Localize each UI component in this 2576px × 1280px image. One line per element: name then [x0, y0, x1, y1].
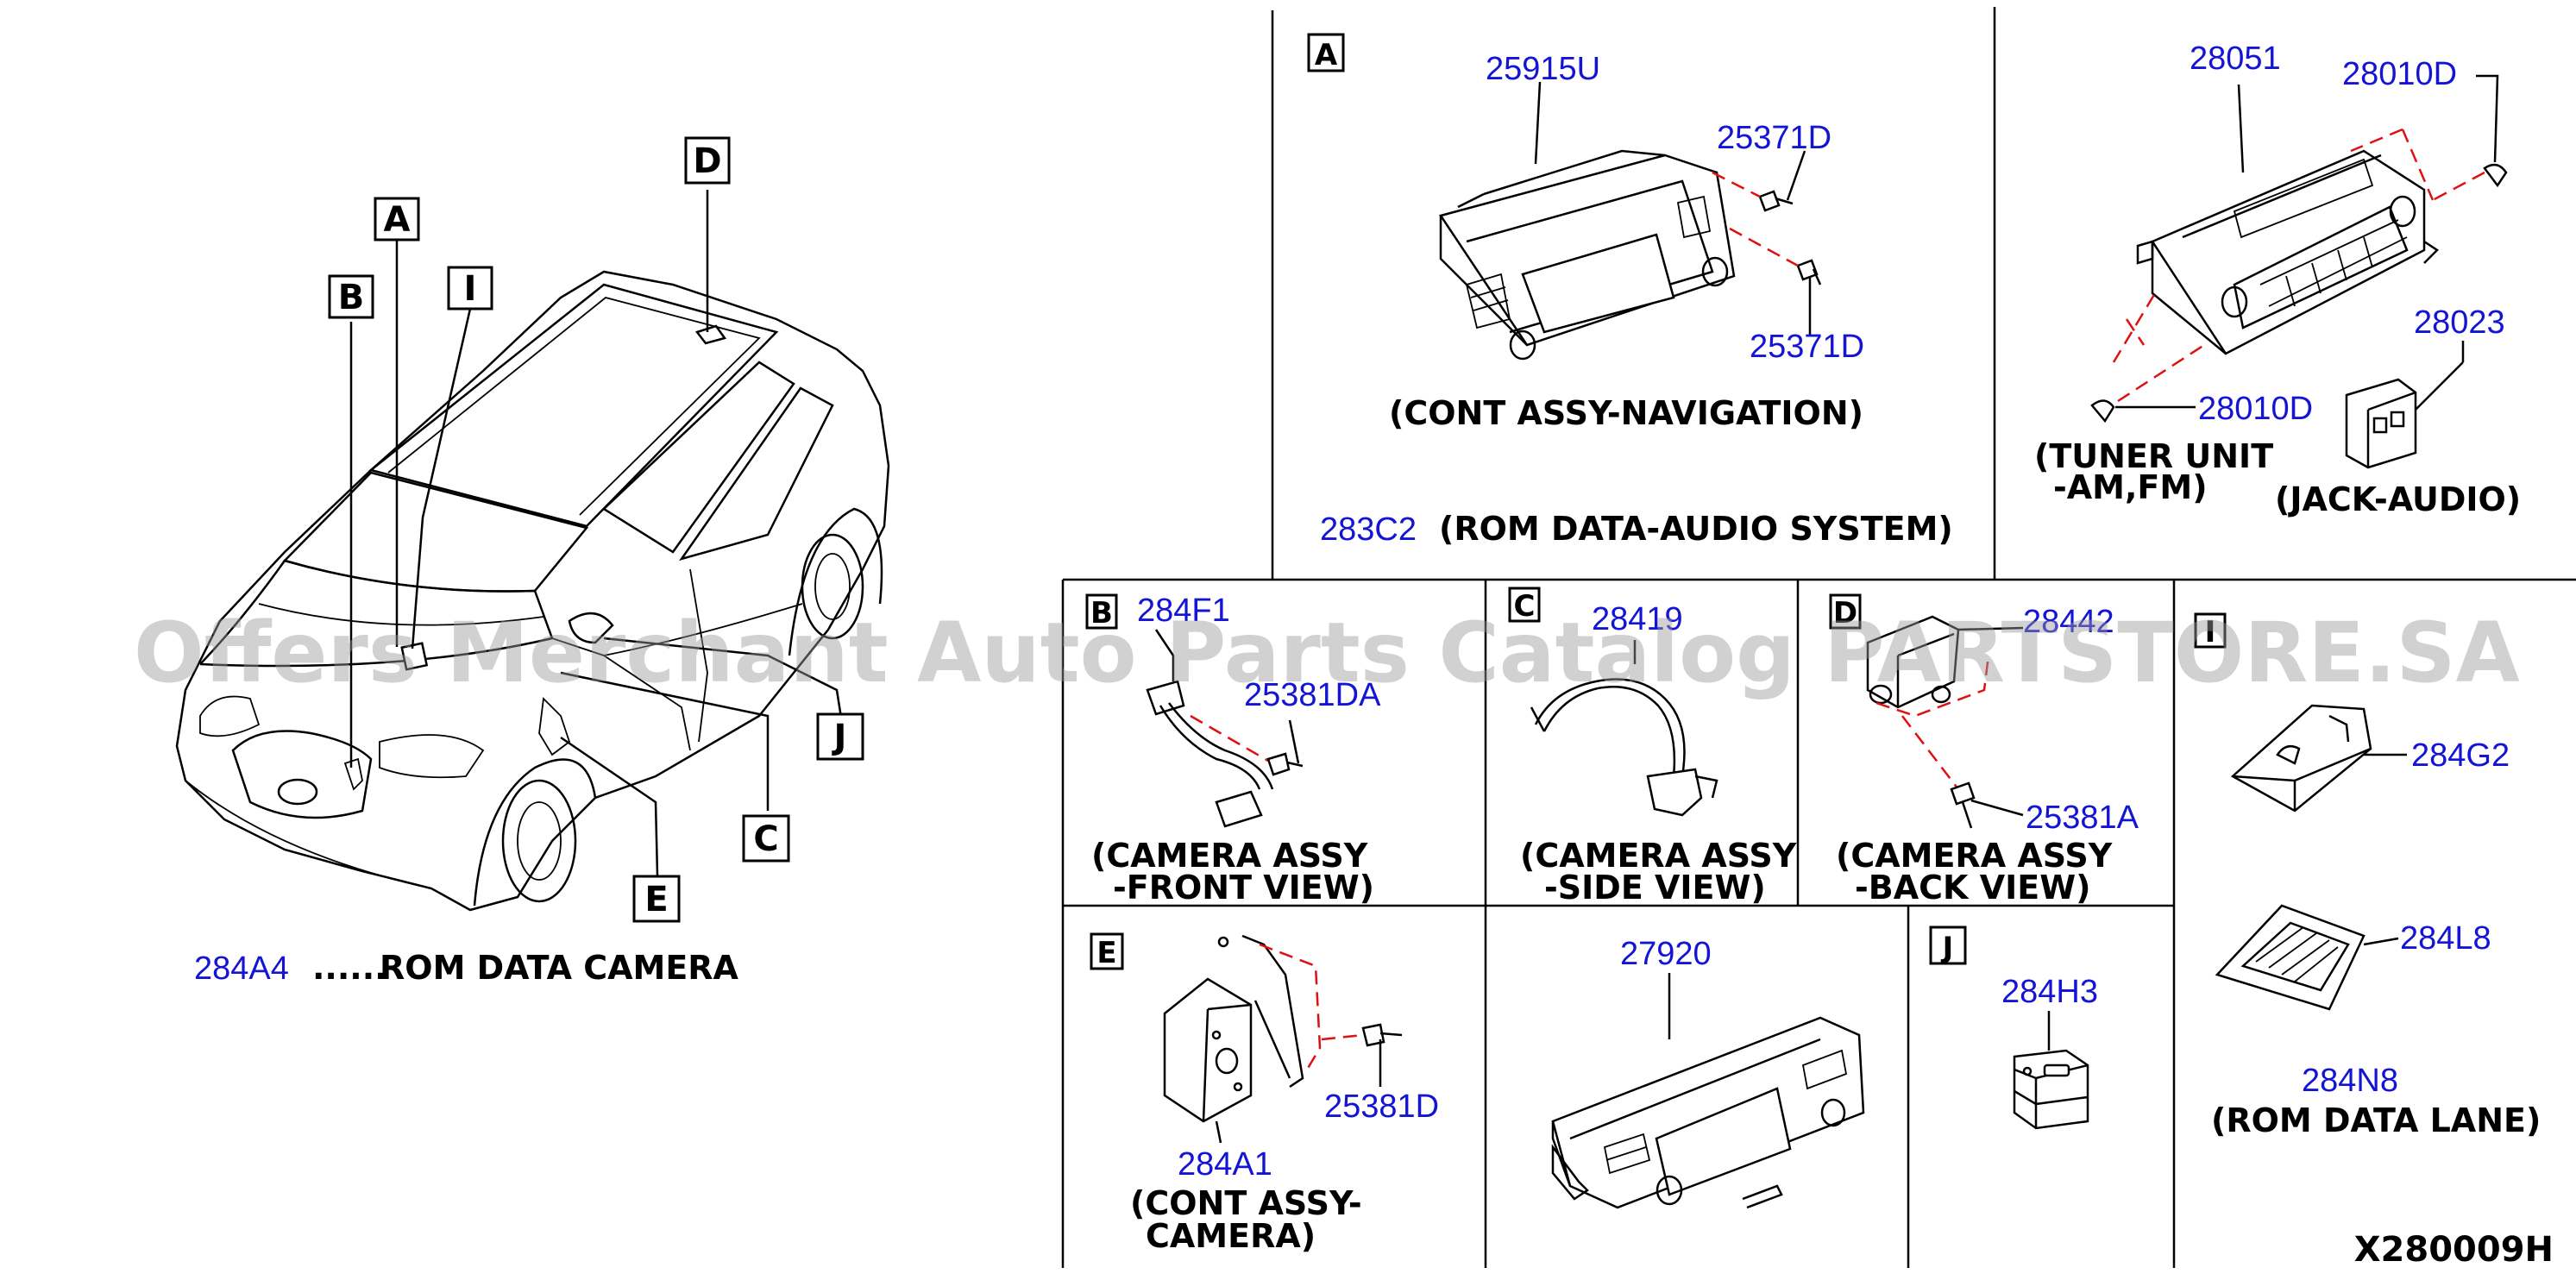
watermark-text: Offers Merchant Auto Parts Catalog PARTS…	[134, 605, 2520, 701]
lane-rom-caption: (ROM DATA LANE)	[2211, 1101, 2541, 1139]
jack-part-number: 28023	[2414, 304, 2505, 341]
front-bolt-part-number: 25381DA	[1244, 677, 1381, 713]
rom-audio-part-number: 283C2	[1320, 511, 1417, 548]
tuner-caption-line2: -AM,FM)	[2053, 468, 2208, 506]
side-camera-caption-line2: -SIDE VIEW)	[1544, 869, 1766, 907]
back-bolt-part-number: 25381A	[2026, 800, 2139, 836]
display-unit-illustration	[1551, 973, 1865, 1209]
rom-data-camera-line: 284A4 ...... ROM DATA CAMERA	[194, 949, 739, 987]
back-camera-caption-line1: (CAMERA ASSY	[1836, 837, 2113, 875]
section-j-letter: J	[1941, 931, 1954, 965]
rom-camera-dots: ......	[312, 949, 387, 987]
section-e: E 25381D 284A1 (CONT ASSY- CAMERA)	[1090, 932, 1439, 1255]
nav-part-number: 25915U	[1486, 51, 1600, 87]
section-c: C 28419 (CAMERA ASSY -SIDE VIEW)	[1508, 587, 1797, 907]
rom-camera-caption: ROM DATA CAMERA	[380, 949, 739, 987]
rom-camera-part-number: 284A4	[194, 951, 289, 987]
section-b-letter: B	[1090, 596, 1113, 631]
usb-port-illustration	[2013, 1011, 2089, 1130]
callout-c: C	[742, 814, 790, 863]
clip-upper-illustration	[2350, 74, 2508, 202]
callout-c-letter: C	[753, 819, 778, 859]
side-camera-caption-line1: (CAMERA ASSY	[1520, 837, 1797, 875]
callout-e-letter: E	[644, 880, 668, 919]
front-camera-part-number: 284F1	[1137, 593, 1230, 629]
front-camera-illustration	[1146, 629, 1304, 828]
section-c-letter: C	[1514, 589, 1536, 624]
controller-part-number: 284A1	[1178, 1146, 1272, 1183]
callout-a-letter: A	[384, 200, 411, 240]
jack-caption: (JACK-AUDIO)	[2275, 480, 2521, 518]
clip-lower-part-number: 28010D	[2198, 391, 2313, 427]
back-camera-caption-line2: -BACK VIEW)	[1855, 869, 2091, 907]
section-i: I 284G2 284L8 284N8 (ROM DATA LANE)	[2194, 612, 2541, 1139]
lane-lower-part-number: 284L8	[2400, 920, 2491, 957]
clip-lower-illustration	[2090, 292, 2205, 424]
diagram-code: X280009H	[2354, 1230, 2554, 1270]
tuner-part-number: 28051	[2190, 41, 2281, 77]
controller-caption-line1: (CONT ASSY-	[1130, 1184, 1362, 1222]
side-camera-part-number: 28419	[1592, 601, 1683, 637]
callout-d-letter: D	[693, 141, 721, 181]
vehicle-illustration	[175, 190, 890, 912]
callout-a: A	[374, 197, 420, 242]
section-j: J 284H3	[1929, 925, 2098, 1130]
clip-upper-part-number: 28010D	[2342, 56, 2457, 92]
section-d: D 28442 25381A (CAMERA ASSY -BACK VIEW)	[1829, 593, 2139, 907]
front-camera-caption-line2: -FRONT VIEW)	[1113, 869, 1374, 907]
rom-audio-caption: (ROM DATA-AUDIO SYSTEM)	[1439, 510, 1953, 548]
controller-bolt-part-number: 25381D	[1324, 1089, 1439, 1125]
callout-i: I	[447, 266, 493, 311]
section-grid	[1061, 7, 2576, 1268]
lane-rom-part-number: 284N8	[2302, 1063, 2398, 1099]
callout-i-letter: I	[464, 269, 477, 309]
front-camera-caption-line1: (CAMERA ASSY	[1091, 837, 1368, 875]
section-a-letter: A	[1315, 38, 1338, 72]
tuner-caption-line1: (TUNER UNIT	[2034, 437, 2273, 475]
screw-upper-part-number: 25371D	[1717, 120, 1831, 156]
callout-b-letter: B	[338, 278, 365, 317]
controller-caption-line2: CAMERA)	[1146, 1217, 1316, 1255]
side-camera-illustration	[1530, 640, 1718, 817]
callout-j-letter: J	[832, 718, 847, 757]
screw-lower-illustration	[1729, 227, 1822, 336]
callout-d: D	[684, 136, 731, 185]
back-camera-illustration	[1866, 615, 2024, 829]
display-part-number: 27920	[1620, 936, 1712, 972]
screw-upper-illustration	[1712, 150, 1806, 212]
section-d-letter: D	[1833, 596, 1857, 631]
usb-part-number: 284H3	[2001, 974, 2098, 1010]
section-b: B 284F1 25381DA (CAMERA ASSY -FRONT VIEW…	[1085, 593, 1381, 907]
nav-caption: (CONT ASSY-NAVIGATION)	[1389, 394, 1863, 432]
screw-lower-part-number: 25371D	[1750, 329, 1864, 365]
back-camera-part-number: 28442	[2023, 604, 2114, 640]
section-i-letter: I	[2205, 615, 2216, 649]
camera-controller-illustration	[1163, 934, 1403, 1144]
tuner-unit-illustration	[2136, 84, 2439, 355]
callout-j: J	[816, 712, 864, 761]
lane-upper-part-number: 284G2	[2411, 737, 2510, 774]
lane-camera-upper-illustration	[2230, 704, 2407, 813]
section-a: A 25915U 25371D	[1307, 33, 2521, 548]
section-e-letter: E	[1096, 936, 1116, 970]
lane-camera-lower-illustration	[2215, 904, 2399, 1011]
audio-jack-illustration	[2345, 341, 2465, 469]
callout-b: B	[328, 274, 374, 319]
navigation-unit-illustration	[1438, 81, 1736, 361]
callout-e: E	[632, 875, 681, 923]
section-display: 27920	[1551, 936, 1865, 1209]
